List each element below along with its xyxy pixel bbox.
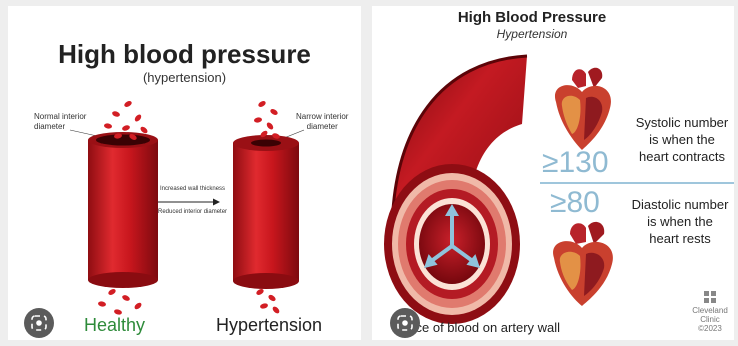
visual-search-button[interactable] xyxy=(390,308,420,338)
diastolic-value: ≥80 xyxy=(550,186,600,220)
visual-search-icon xyxy=(30,314,48,332)
heart-illustration xyxy=(542,62,620,152)
right-subtitle: Hypertension xyxy=(372,27,692,41)
arrow-top-text: Increased wall thickness xyxy=(160,186,225,192)
visual-search-button[interactable] xyxy=(24,308,54,338)
healthy-artery xyxy=(88,132,158,288)
cleveland-clinic-logo-icon xyxy=(703,290,717,304)
systolic-value: ≥130 xyxy=(542,146,609,180)
hypertension-artery xyxy=(233,135,299,289)
artery-cylinders-illustration xyxy=(8,6,361,340)
cleveland-clinic-logo: Cleveland Clinic ©2023 xyxy=(690,290,730,333)
visual-search-icon xyxy=(396,314,414,332)
systolic-description: Systolic number is when the heart contra… xyxy=(634,114,730,165)
right-panel: High Blood Pressure Hypertension ≥130 Sy… xyxy=(372,6,734,340)
left-panel: High blood pressure (hypertension) Norma… xyxy=(8,6,361,340)
arrow-bottom-text: Reduced interior diameter xyxy=(158,209,227,215)
right-title: High Blood Pressure xyxy=(372,9,692,26)
arrow-right-icon xyxy=(158,199,220,206)
diastolic-description: Diastolic number is when the heart rests xyxy=(630,196,730,247)
healthy-label: Healthy xyxy=(84,315,145,336)
force-caption: Force of blood on artery wall xyxy=(396,320,560,335)
hypertension-label: Hypertension xyxy=(216,315,322,336)
heart-illustration xyxy=(542,216,620,308)
